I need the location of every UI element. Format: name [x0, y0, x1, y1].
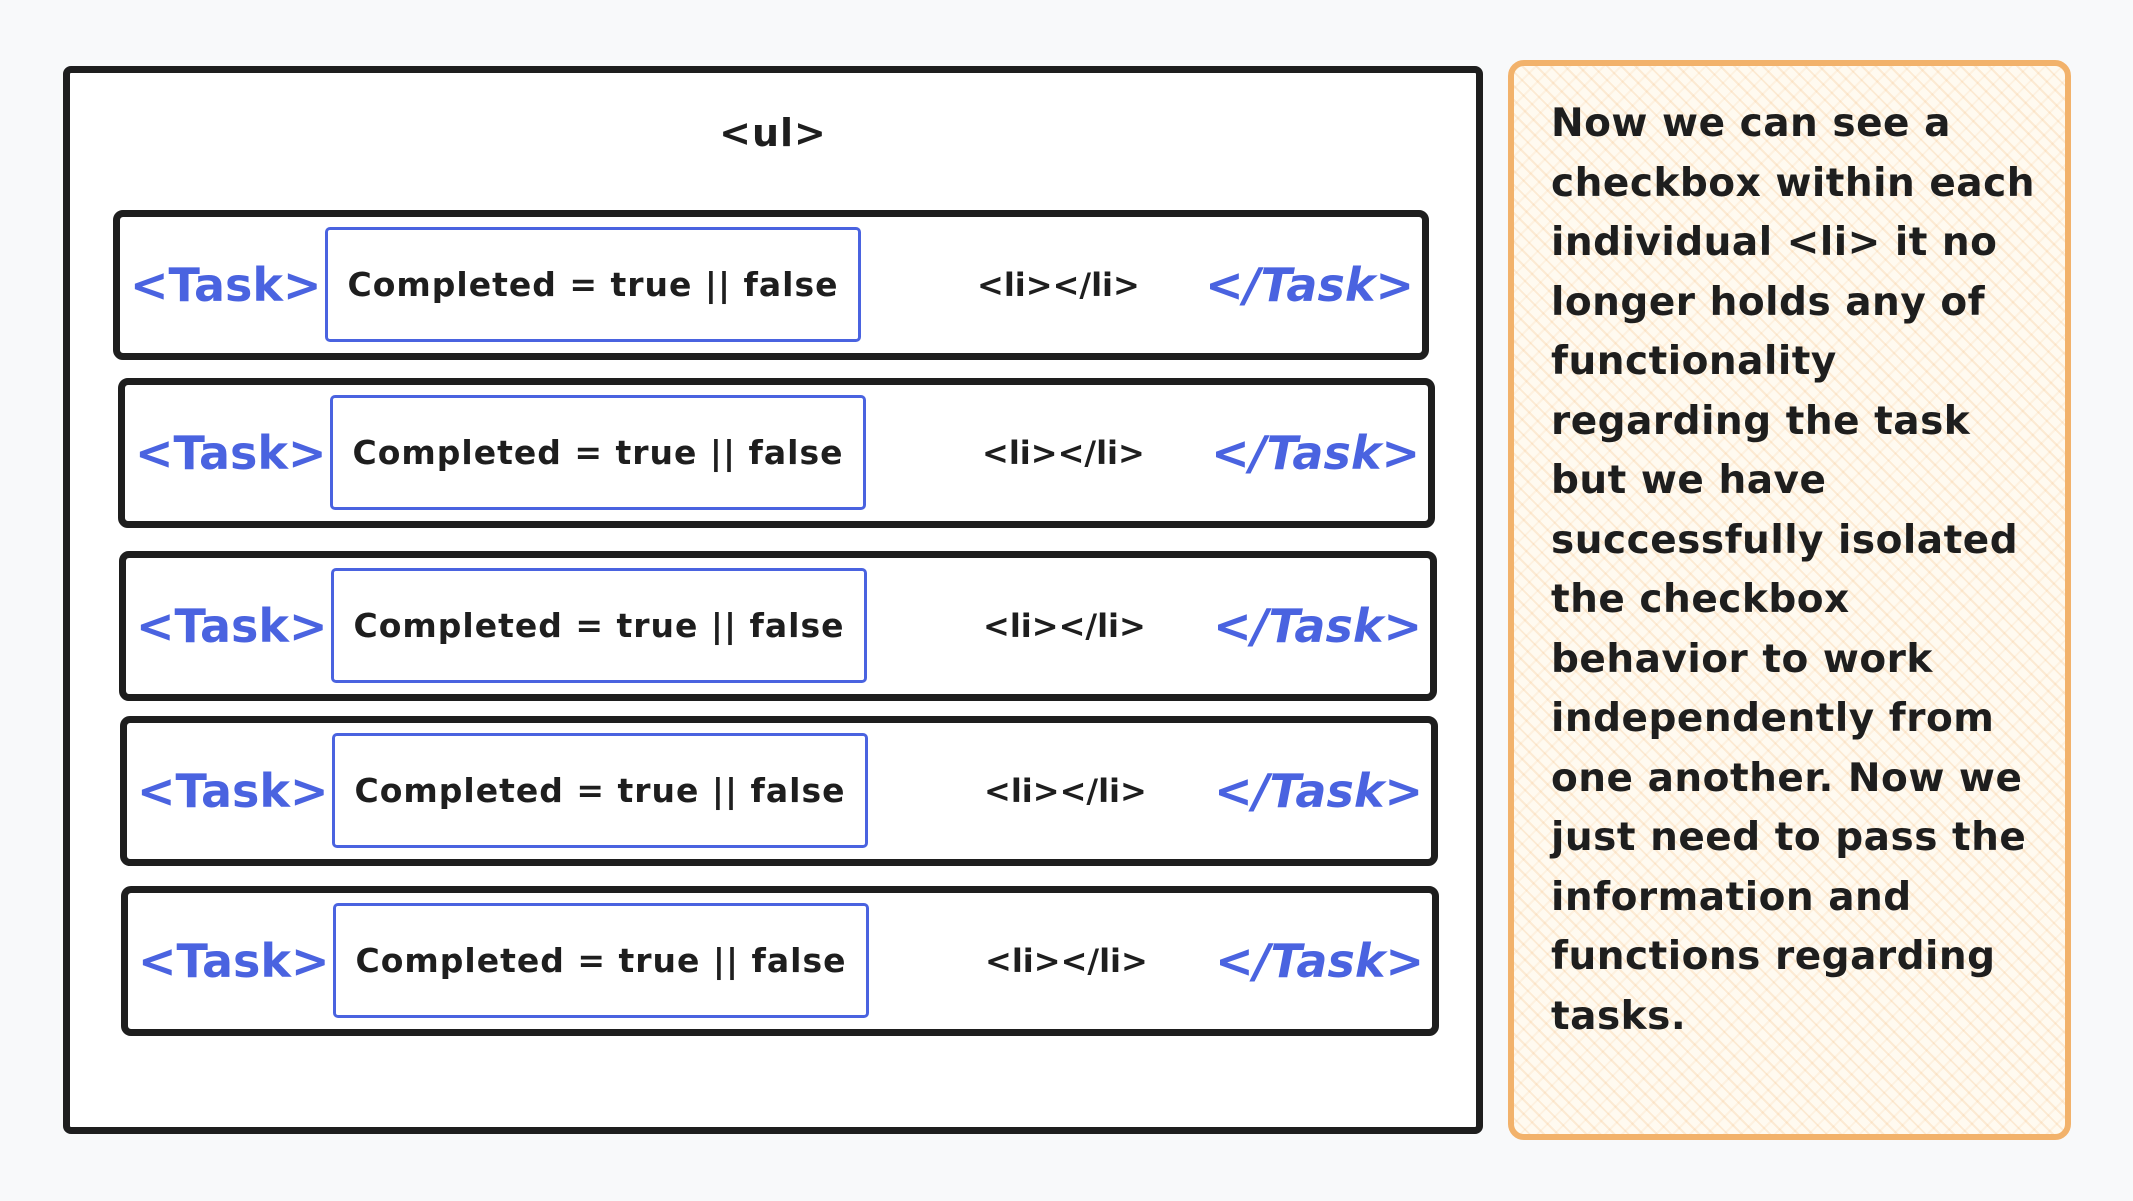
task-open-tag: <Task> [136, 599, 328, 653]
completed-state-box: Completed = true || false [333, 903, 869, 1018]
task-close-tag: </Task> [1214, 764, 1423, 818]
task-close-tag: </Task> [1211, 426, 1420, 480]
list-item: <Task> Completed = true || false <li></l… [120, 716, 1438, 866]
task-open-tag: <Task> [137, 764, 329, 818]
task-close-tag: </Task> [1213, 599, 1422, 653]
completed-state-box: Completed = true || false [330, 395, 866, 510]
completed-state-box: Completed = true || false [325, 227, 861, 342]
li-tag: <li></li> [982, 434, 1145, 472]
task-open-tag: <Task> [135, 426, 327, 480]
note-text: Now we can see a checkbox within each in… [1551, 101, 2035, 1039]
list-item: <Task> Completed = true || false <li></l… [113, 210, 1429, 360]
li-tag: <li></li> [983, 607, 1146, 645]
list-item: <Task> Completed = true || false <li></l… [119, 551, 1437, 701]
list-item: <Task> Completed = true || false <li></l… [118, 378, 1435, 528]
completed-state-box: Completed = true || false [331, 568, 867, 683]
completed-state-box: Completed = true || false [332, 733, 868, 848]
list-item: <Task> Completed = true || false <li></l… [121, 886, 1439, 1036]
li-tag: <li></li> [985, 942, 1148, 980]
task-close-tag: </Task> [1205, 258, 1414, 312]
li-tag: <li></li> [977, 266, 1140, 304]
ul-label: <ul> [719, 111, 827, 155]
explanation-note: Now we can see a checkbox within each in… [1508, 60, 2071, 1140]
li-tag: <li></li> [984, 772, 1147, 810]
task-open-tag: <Task> [138, 934, 330, 988]
task-open-tag: <Task> [130, 258, 322, 312]
task-close-tag: </Task> [1215, 934, 1424, 988]
